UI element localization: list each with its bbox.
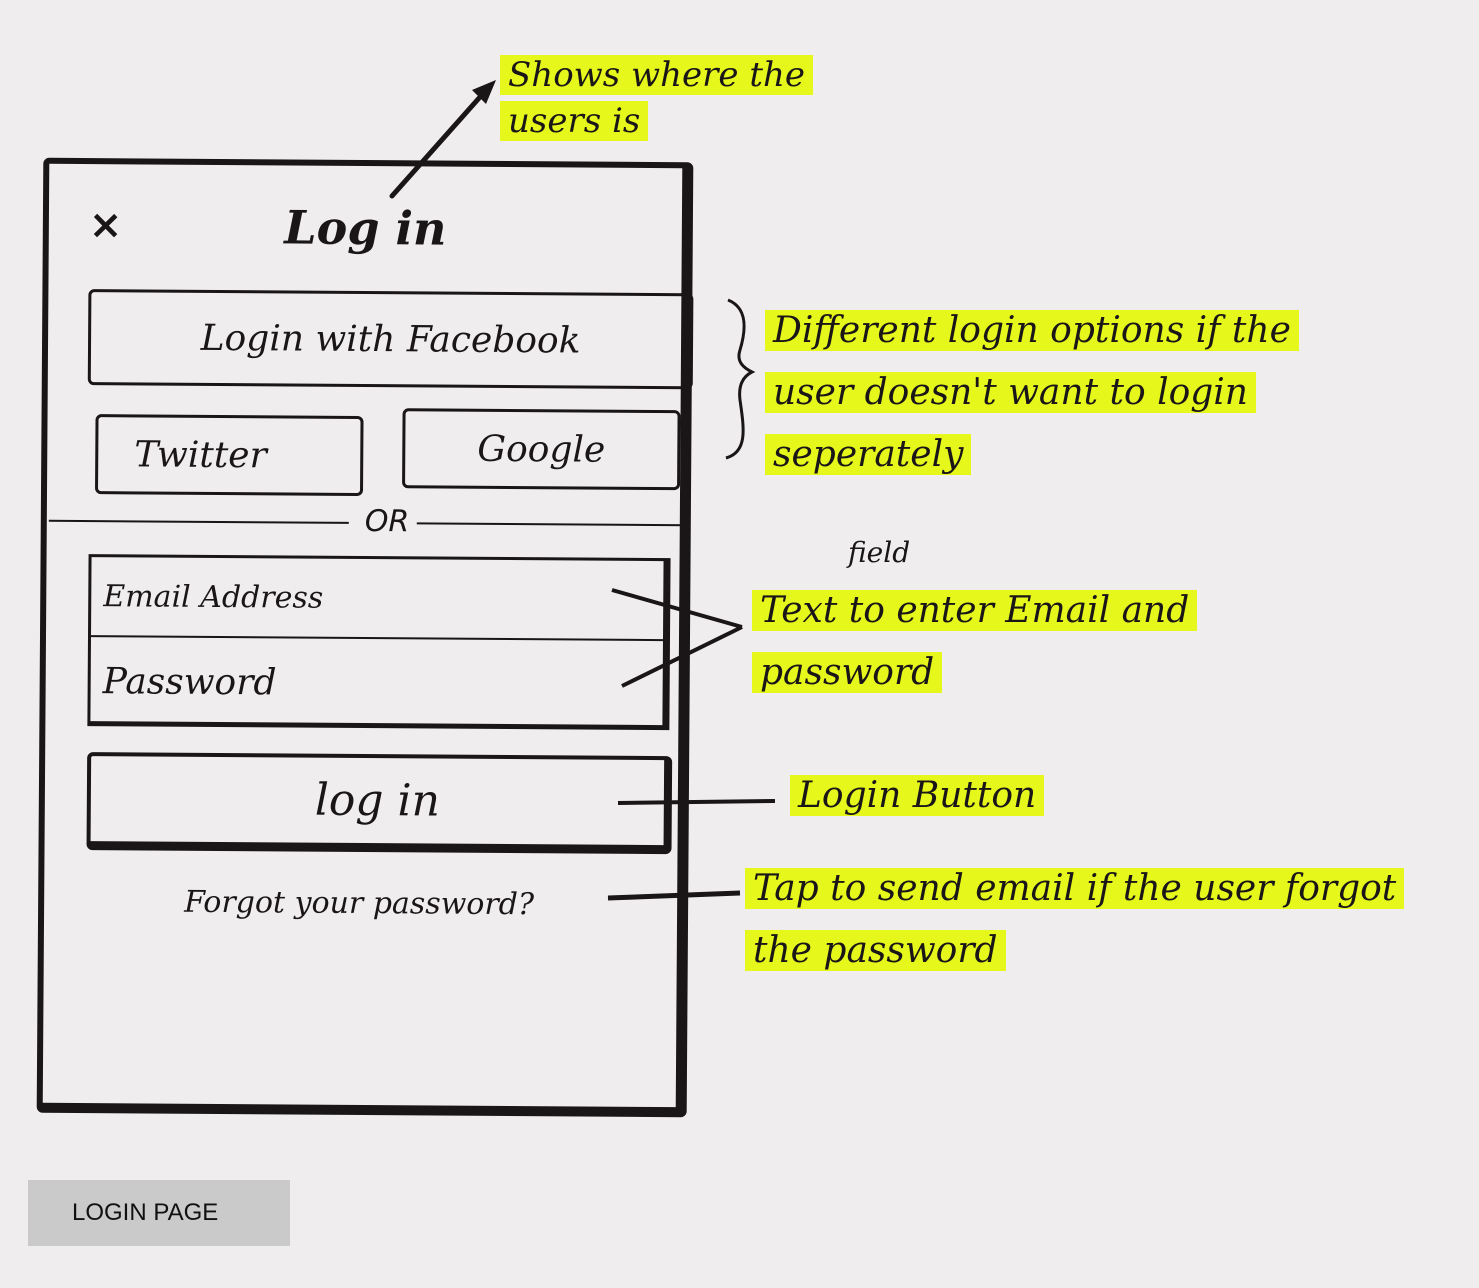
- options-brace: [725, 298, 756, 460]
- page-title: Log in: [284, 200, 447, 256]
- forgot-annotation-text: Tap to send email if the user forgot the…: [745, 868, 1405, 971]
- fields-annotation-insert: field: [848, 536, 911, 569]
- divider-right: [416, 522, 687, 527]
- forgot-password-link[interactable]: Forgot your password?: [184, 884, 535, 923]
- facebook-login-button[interactable]: Login with Facebook: [87, 289, 694, 390]
- fields-annotation: Text to enter Email and password: [752, 580, 1222, 704]
- title-arrow-head: [472, 80, 496, 104]
- phone-frame: × Log in Login with Facebook Twitter Goo…: [36, 157, 694, 1118]
- page-caption: LOGIN PAGE: [28, 1180, 290, 1246]
- title-annotation-text: Shows where the users is: [500, 55, 814, 141]
- google-login-button[interactable]: Google: [402, 408, 681, 491]
- fields-annotation-text: Text to enter Email and password: [752, 590, 1198, 693]
- twitter-login-button[interactable]: Twitter: [94, 414, 364, 496]
- email-field[interactable]: Email Address: [90, 557, 664, 642]
- login-annotation: Login Button: [790, 765, 1130, 827]
- or-divider-label: OR: [364, 503, 410, 540]
- title-annotation: Shows where the users is: [500, 52, 820, 144]
- password-field[interactable]: Password: [102, 660, 277, 703]
- divider-left: [48, 519, 349, 524]
- options-annotation: Different login options if the user does…: [765, 300, 1325, 486]
- login-annotation-text: Login Button: [790, 775, 1045, 816]
- login-button[interactable]: log in: [86, 752, 673, 855]
- options-annotation-text: Different login options if the user does…: [765, 310, 1299, 475]
- credentials-box: Email Address Password: [87, 554, 671, 731]
- forgot-annotation: Tap to send email if the user forgot the…: [745, 858, 1465, 982]
